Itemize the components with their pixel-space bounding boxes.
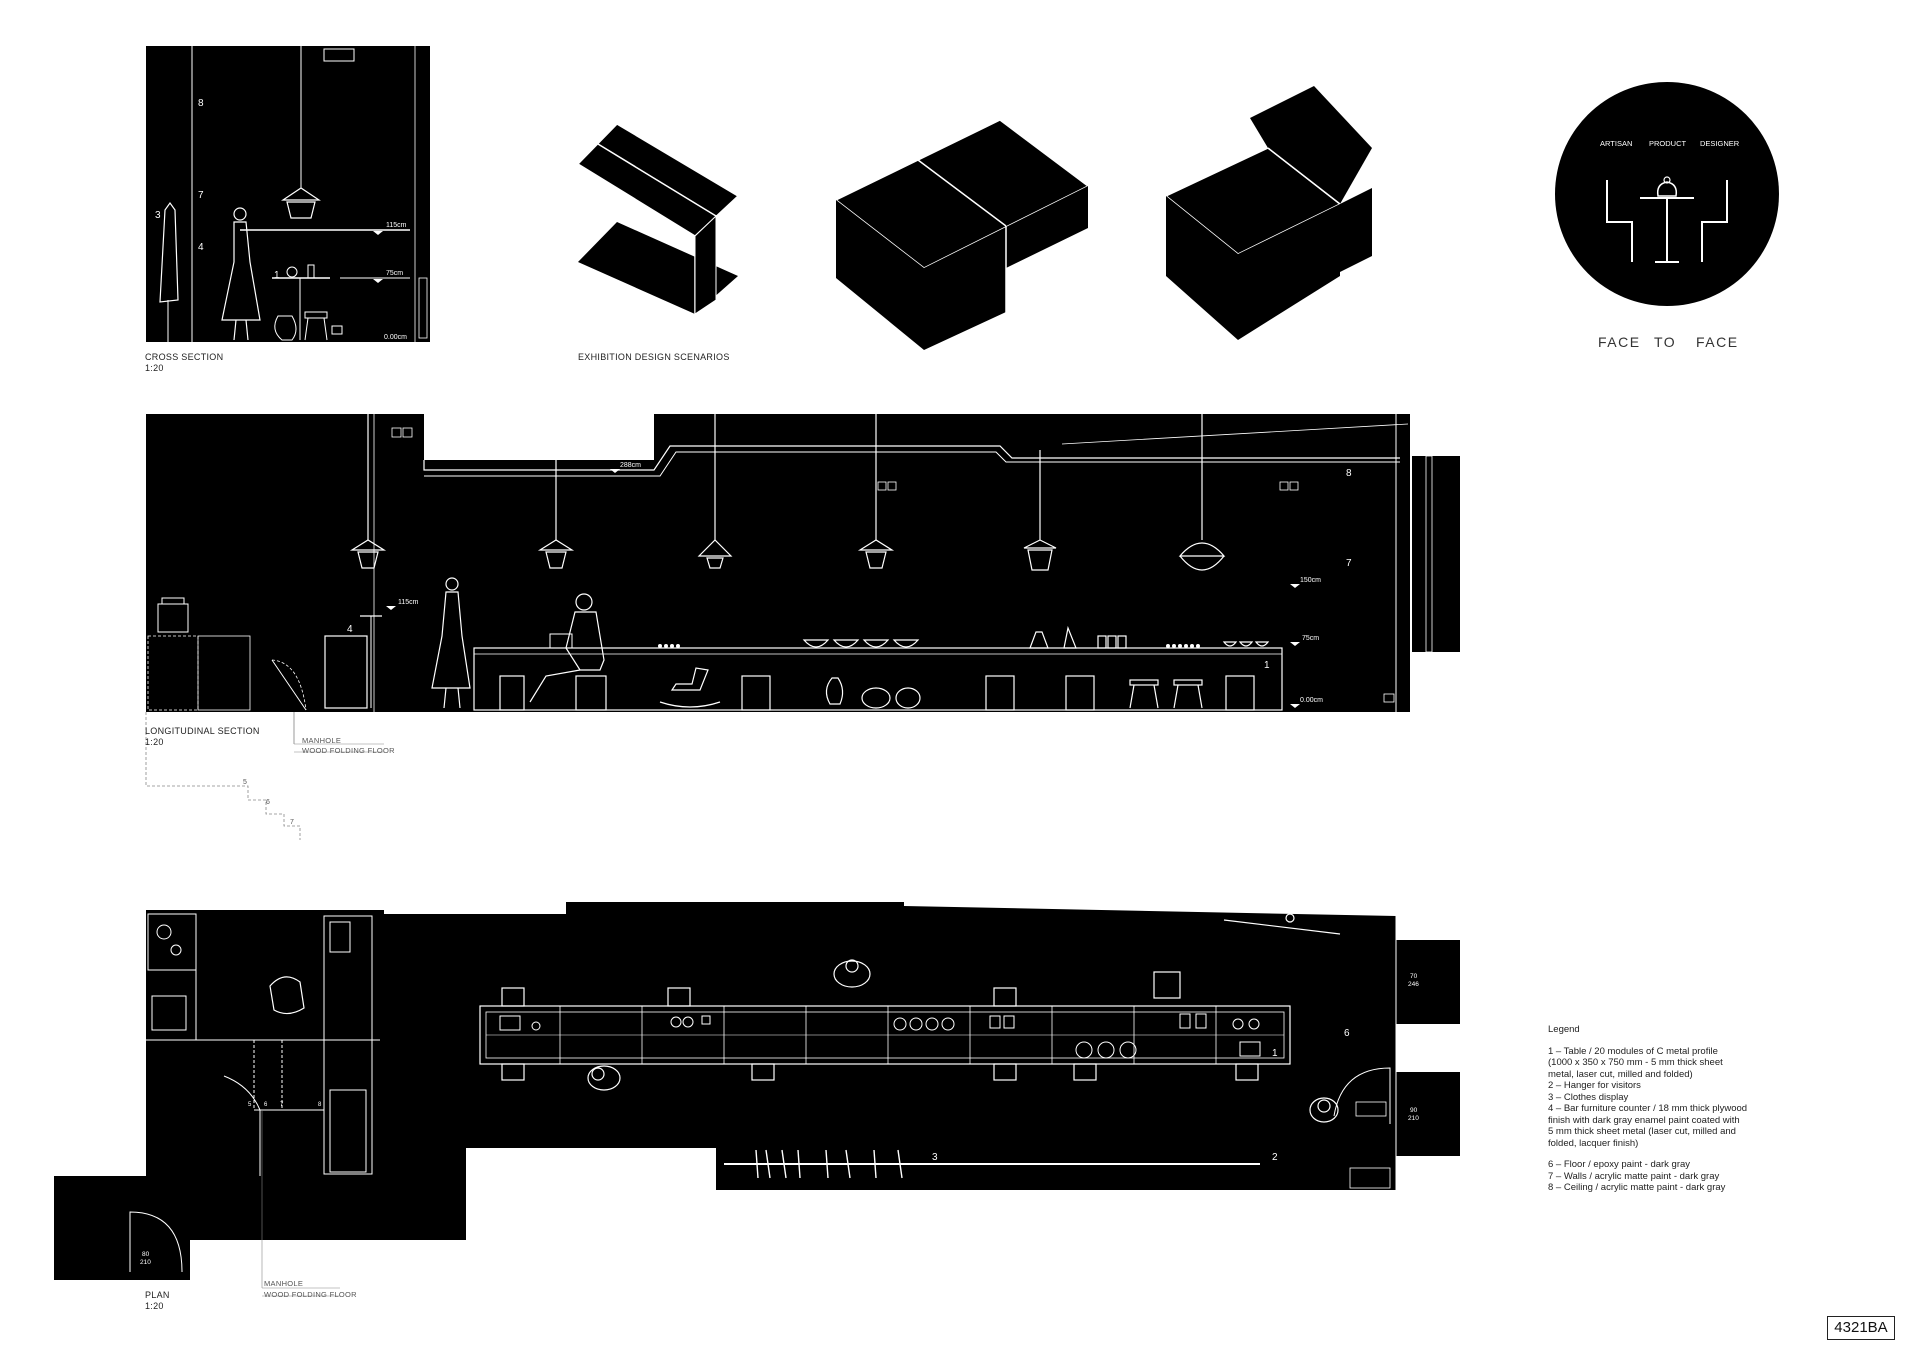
longitudinal-section-drawing: 8 7 4 1 288cm 115cm 150cm 75cm 0.00cm	[146, 414, 1460, 712]
door-right-w: 90	[1410, 1107, 1418, 1114]
exhibition-scenario-1	[576, 123, 740, 315]
stair-num-6: 6	[266, 799, 270, 806]
ls-level-0: 0.00cm	[1300, 697, 1323, 704]
legend-line: finish with dark gray enamel paint coate…	[1548, 1114, 1740, 1126]
ftf-artisan: ARTISAN	[1600, 139, 1632, 148]
sheet-id: 4321BA	[1827, 1316, 1895, 1340]
plan-scale: 1:20	[145, 1301, 164, 1311]
legend-line: 8 – Ceiling / acrylic matte paint - dark…	[1548, 1182, 1726, 1193]
plan-stair-6: 6	[264, 1102, 268, 1108]
ls-num-4: 4	[347, 624, 353, 635]
ls-level-75: 75cm	[1302, 635, 1319, 642]
legend-line: 7 – Walls / acrylic matte paint - dark g…	[1548, 1170, 1720, 1182]
longitudinal-section-scale: 1:20	[145, 737, 164, 747]
ls-num-8: 8	[1346, 468, 1352, 479]
door-top-h: 246	[1408, 981, 1419, 988]
ls-level-115: 115cm	[398, 599, 419, 606]
plan-stair-5: 5	[248, 1102, 252, 1108]
longitudinal-section-title: LONGITUDINAL SECTION	[145, 726, 260, 736]
cs-level-115: 115cm	[386, 222, 407, 229]
exhibition-scenario-2	[834, 119, 1090, 350]
plan-note-floor: WOOD FOLDING FLOOR	[264, 1290, 357, 1299]
legend-line: 2 – Hanger for visitors	[1548, 1080, 1641, 1091]
stair-num-5: 5	[243, 779, 247, 786]
legend-line: 1 – Table / 20 modules of C metal profil…	[1548, 1045, 1718, 1057]
face-to-face-diagram: ARTISAN PRODUCT DESIGNER	[1555, 82, 1779, 306]
door-top-w: 70	[1410, 973, 1418, 980]
legend-line: 6 – Floor / epoxy paint - dark gray	[1548, 1159, 1691, 1170]
ls-level-150: 150cm	[1300, 577, 1321, 584]
cross-section-title: CROSS SECTION	[145, 352, 224, 362]
exhibition-scenario-3	[1164, 86, 1372, 340]
legend-title: Legend	[1548, 1024, 1580, 1035]
exhibition-title: EXHIBITION DESIGN SCENARIOS	[578, 352, 730, 362]
legend-line: 3 – Clothes display	[1548, 1091, 1629, 1103]
plan-stair-7: 7	[280, 1102, 284, 1108]
door-left-w: 80	[142, 1251, 150, 1258]
legend-line: (1000 x 350 x 750 mm - 5 mm thick sheet	[1548, 1057, 1723, 1068]
plan-num-1: 1	[1272, 1048, 1278, 1059]
ls-num-1: 1	[1264, 660, 1270, 671]
legend: Legend 1 – Table / 20 modules of C metal…	[1548, 1024, 1758, 1194]
stair-num-7: 7	[290, 819, 294, 826]
plan-num-6: 6	[1344, 1028, 1350, 1039]
ls-num-7: 7	[1346, 558, 1352, 569]
door-right-h: 210	[1408, 1115, 1419, 1122]
ftf-word-2: TO	[1654, 334, 1677, 350]
cs-num-1: 1	[274, 270, 280, 281]
ftf-designer: DESIGNER	[1700, 139, 1740, 148]
ftf-word-3: FACE	[1696, 334, 1739, 350]
cs-num-7: 7	[198, 190, 204, 201]
plan-drawing: 6 3 2 1 5 6 7 8 80 210 90 210 70 246	[54, 902, 1460, 1280]
cross-section-scale: 1:20	[145, 363, 164, 373]
cs-level-0: 0.00cm	[384, 334, 407, 341]
ftf-product: PRODUCT	[1649, 139, 1687, 148]
ftf-word-1: FACE	[1598, 334, 1641, 350]
legend-line: metal, laser cut, milled and folded)	[1548, 1068, 1693, 1080]
plan-stair-8: 8	[318, 1102, 322, 1108]
cs-num-3: 3	[155, 210, 161, 221]
cross-section-drawing: 8 7 4 3 1 115cm 75cm 0.00cm	[146, 46, 430, 347]
door-left-h: 210	[140, 1259, 151, 1266]
ls-level-288: 288cm	[620, 462, 641, 469]
cs-num-4: 4	[198, 242, 204, 253]
plan-note-manhole: MANHOLE	[264, 1279, 304, 1288]
legend-line: 4 – Bar furniture counter / 18 mm thick …	[1548, 1103, 1748, 1114]
plan-title: PLAN	[145, 1290, 170, 1300]
plan-num-3: 3	[932, 1152, 938, 1163]
ls-note-manhole: MANHOLE	[302, 736, 342, 745]
plan-num-2: 2	[1272, 1152, 1278, 1163]
note-leaders	[261, 712, 340, 1297]
cs-level-75: 75cm	[386, 270, 403, 277]
legend-line: folded, lacquer finish)	[1548, 1137, 1639, 1149]
cs-num-8: 8	[198, 98, 204, 109]
legend-line: 5 mm thick sheet metal (laser cut, mille…	[1548, 1126, 1736, 1137]
ls-note-floor: WOOD FOLDING FLOOR	[302, 746, 395, 755]
